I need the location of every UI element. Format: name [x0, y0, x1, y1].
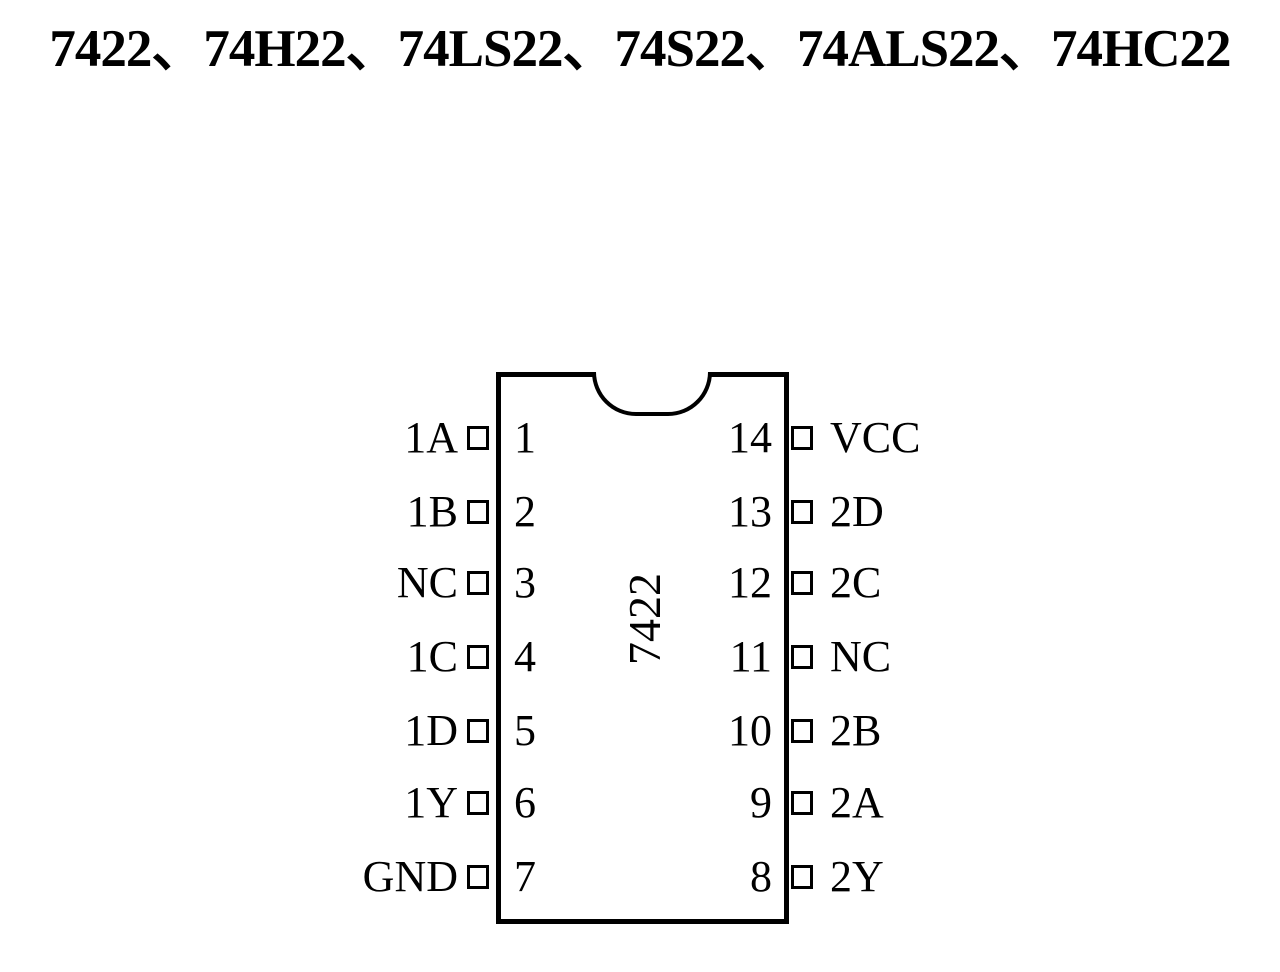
pin-name-left: 1C [406, 632, 458, 681]
pin-number-left: 5 [514, 706, 536, 755]
pin-name-right: VCC [830, 413, 921, 462]
pin-number-left: 1 [514, 413, 536, 462]
pin-name-left: 1Y [404, 778, 458, 827]
pin-name-right: 2C [830, 558, 882, 607]
pin-number-right: 9 [750, 778, 772, 827]
pin-name-left: GND [362, 852, 458, 901]
pin-pad-left-4 [467, 645, 489, 669]
pin-number-left: 3 [514, 558, 536, 607]
pin1-notch [592, 372, 712, 416]
pin-pad-left-1 [467, 426, 489, 450]
pin-name-right: NC [830, 632, 892, 681]
chip-package [496, 372, 789, 924]
pin-pad-right-1 [791, 426, 813, 450]
pin-pad-left-2 [467, 500, 489, 524]
pin-name-left: 1D [404, 706, 458, 755]
pin-name-left: NC [396, 558, 458, 607]
pin-name-right: 2D [830, 487, 884, 536]
pin-pad-right-3 [791, 571, 813, 595]
pin-number-left: 7 [514, 852, 536, 901]
pin-name-right: 2B [830, 706, 882, 755]
pin-pad-left-3 [467, 571, 489, 595]
pin-pad-left-6 [467, 791, 489, 815]
pin-number-right: 10 [728, 706, 772, 755]
pin-pad-right-6 [791, 791, 813, 815]
chip-part-label: 7422 [619, 573, 670, 665]
pin-name-right: 2Y [830, 852, 884, 901]
pin-pad-left-5 [467, 719, 489, 743]
diagram-title: 7422、74H22、74LS22、74S22、74ALS22、74HC22 [49, 20, 1231, 78]
pin-number-right: 11 [729, 632, 772, 681]
pin-name-left: 1A [404, 413, 458, 462]
pin-pad-right-4 [791, 645, 813, 669]
pin-number-right: 8 [750, 852, 772, 901]
pin-number-left: 2 [514, 487, 536, 536]
pin-number-left: 6 [514, 778, 536, 827]
pin-name-left: 1B [406, 487, 458, 536]
pin-pad-right-2 [791, 500, 813, 524]
pin-pad-left-7 [467, 865, 489, 889]
pin-pad-right-5 [791, 719, 813, 743]
pin-number-right: 13 [728, 487, 772, 536]
pin-name-right: 2A [830, 778, 884, 827]
pin-number-left: 4 [514, 632, 536, 681]
pin-pad-right-7 [791, 865, 813, 889]
pin-number-right: 14 [728, 413, 772, 462]
pin-number-right: 12 [728, 558, 772, 607]
